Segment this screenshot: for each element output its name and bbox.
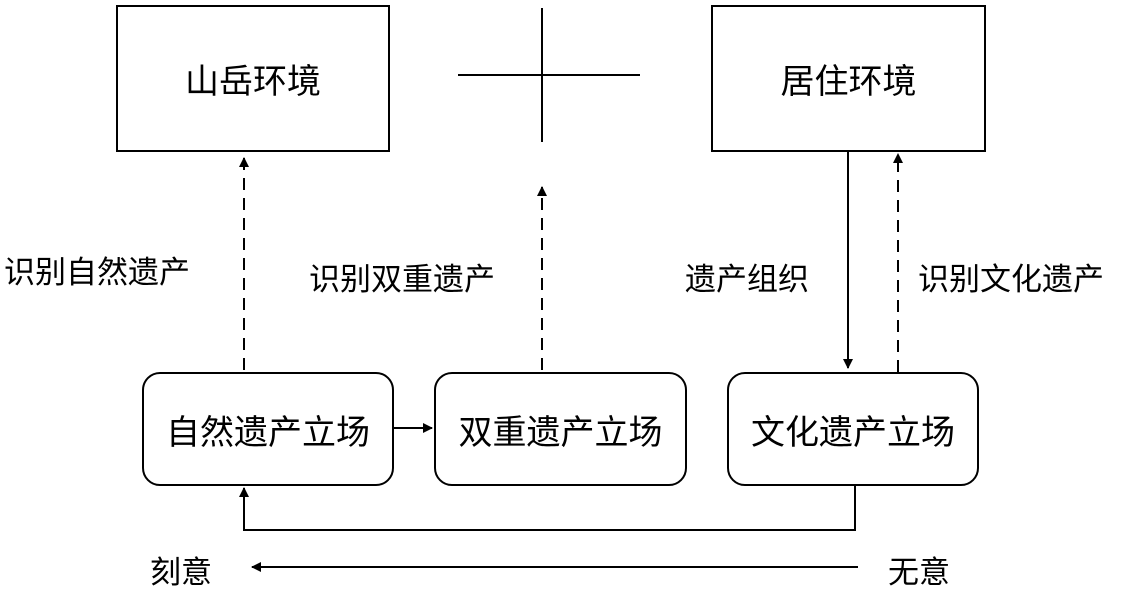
cultural-heritage-stance-box: 文化遗产立场 [727, 372, 979, 486]
arrow-cultural-to-natural [239, 486, 856, 531]
identify-cultural-label: 识别文化遗产 [918, 262, 1104, 298]
residential-environment-box: 居住环境 [711, 5, 986, 152]
natural-heritage-stance-box: 自然遗产立场 [142, 372, 394, 486]
mountain-environment-box: 山岳环境 [116, 5, 390, 152]
identify-dual-label: 识别双重遗产 [309, 262, 495, 298]
heritage-org-label: 遗产组织 [685, 262, 809, 298]
dual-heritage-stance-box: 双重遗产立场 [434, 372, 687, 486]
unintentional-label: 无意 [888, 555, 950, 591]
deliberate-label: 刻意 [150, 555, 212, 591]
identify-natural-label: 识别自然遗产 [4, 255, 190, 291]
